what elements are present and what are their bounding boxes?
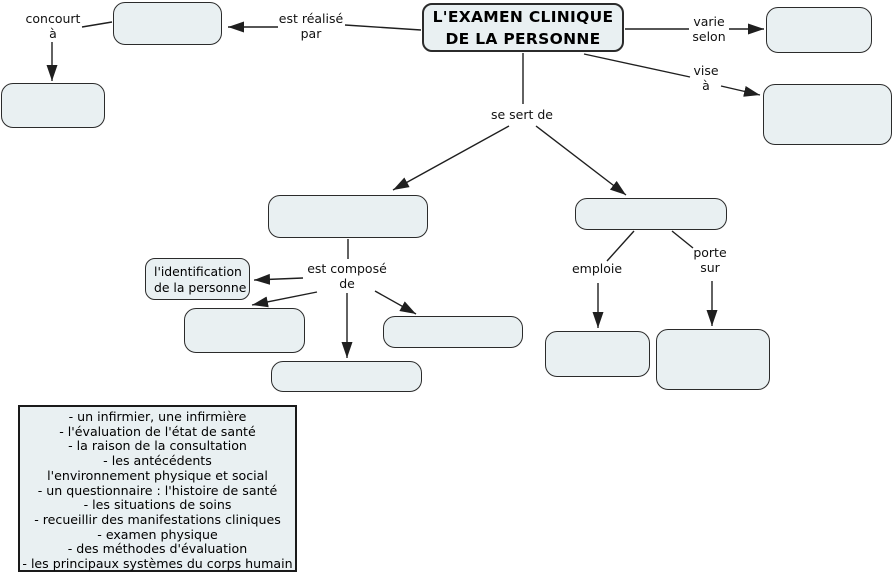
link-label-concourt-a: concourt à (25, 11, 81, 41)
arrow-compose-subright (374, 290, 417, 315)
arrow-sert-left (392, 125, 510, 191)
link-label-est-compose-de: est composé de (307, 261, 387, 291)
link-label-varie-selon: varie selon (692, 14, 726, 44)
node-compose-sub-left[interactable] (184, 308, 305, 353)
node-se-sert-left[interactable] (268, 195, 428, 238)
node-identification[interactable]: l'identification de la personne (145, 258, 250, 300)
node-concourt-target[interactable] (1, 83, 105, 128)
legend-item: - recueillir des manifestations clinique… (34, 511, 281, 527)
legend-item: l'environnement physique et social (47, 467, 268, 483)
node-compose-sub-center[interactable] (271, 361, 422, 392)
node-varie-target[interactable] (766, 7, 872, 53)
node-compose-sub-right[interactable] (383, 316, 523, 348)
link-label-vise-a: vise à (693, 63, 719, 93)
arrow-compose-subleft (251, 291, 318, 308)
node-realise-par-target[interactable] (113, 2, 222, 45)
arrow-sert-right (535, 125, 627, 196)
legend-item: - un questionnaire : l'histoire de santé (37, 482, 278, 498)
legend-item: - les situations de soins (83, 497, 232, 513)
legend-item: - un infirmier, une infirmière (68, 409, 247, 424)
arrow-compose-identification (253, 273, 304, 285)
legend-item: - les principaux systèmes du corps humai… (22, 556, 293, 572)
link-label-est-realise-par: est réalisé par (278, 11, 344, 41)
legend-box: - un infirmier, une infirmière - l'évalu… (18, 405, 297, 572)
legend-item: - l'évaluation de l'état de santé (59, 423, 256, 439)
node-porte-target[interactable] (656, 329, 770, 390)
line-title-to-vise (583, 53, 691, 78)
legend-item: - les antécédents (103, 453, 212, 469)
line-midright-to-emploie (606, 230, 635, 262)
node-emploie-target[interactable] (545, 331, 650, 377)
legend-item: - des méthodes d'évaluation (67, 541, 248, 557)
line-title-to-realise (344, 24, 422, 31)
node-vise-target[interactable] (763, 84, 892, 145)
legend-item: - la raison de la consultation (68, 438, 247, 454)
link-label-emploie: emploie (571, 261, 623, 276)
legend-item: - examen physique (97, 526, 218, 542)
node-title[interactable]: L'EXAMEN CLINIQUE DE LA PERSONNE (422, 3, 624, 52)
node-se-sert-right[interactable] (575, 198, 727, 230)
link-label-se-sert-de: se sert de (490, 107, 554, 122)
link-label-porte-sur: porte sur (693, 245, 727, 275)
